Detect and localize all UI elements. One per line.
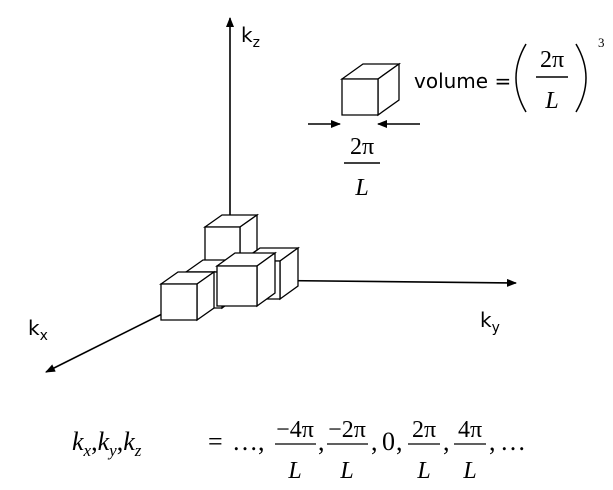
- cube-stack: [158, 213, 301, 322]
- kx-label: kx: [28, 316, 48, 344]
- term-minus4pi-num: −4π: [276, 417, 314, 443]
- comma-2: ,: [371, 427, 378, 456]
- cube: [202, 213, 260, 264]
- equation-trail-dots: …: [500, 427, 526, 456]
- term-2pi-den: L: [416, 458, 430, 484]
- term-2pi-num: 2π: [412, 417, 436, 443]
- comma-1: ,: [318, 427, 325, 456]
- volume-right-paren: [575, 43, 587, 113]
- term-4pi-num: 4π: [458, 417, 482, 443]
- comma-5: ,: [489, 427, 496, 456]
- equation-lhs: kx,ky,kz: [72, 427, 142, 460]
- term-4pi-den: L: [462, 458, 476, 484]
- comma-3: ,: [396, 427, 403, 456]
- cube: [158, 270, 217, 322]
- equation-equals: =: [208, 427, 223, 456]
- term-minus2pi-num: −2π: [328, 417, 366, 443]
- cube: [214, 251, 278, 308]
- reference-cube: [339, 62, 402, 117]
- comma-4: ,: [443, 427, 450, 456]
- term-minus2pi-den: L: [339, 458, 353, 484]
- volume-text: volume =: [414, 69, 511, 93]
- ky-label: ky: [480, 308, 500, 336]
- width-denominator: L: [354, 175, 368, 201]
- term-minus4pi-den: L: [287, 458, 301, 484]
- equation-lead-dots: …,: [232, 427, 265, 456]
- volume-left-paren: [515, 43, 527, 113]
- volume-exponent: 3: [598, 35, 605, 50]
- volume-numerator: 2π: [540, 47, 564, 73]
- width-numerator: 2π: [350, 134, 374, 160]
- volume-denominator: L: [544, 88, 558, 114]
- term-zero: 0: [382, 427, 395, 456]
- quantization-equation: kx,ky,kz = …, −4π L , −2π L , 0 , 2π L ,…: [72, 417, 526, 484]
- reference-cube-shape: [339, 62, 402, 117]
- kz-label: kz: [241, 23, 260, 51]
